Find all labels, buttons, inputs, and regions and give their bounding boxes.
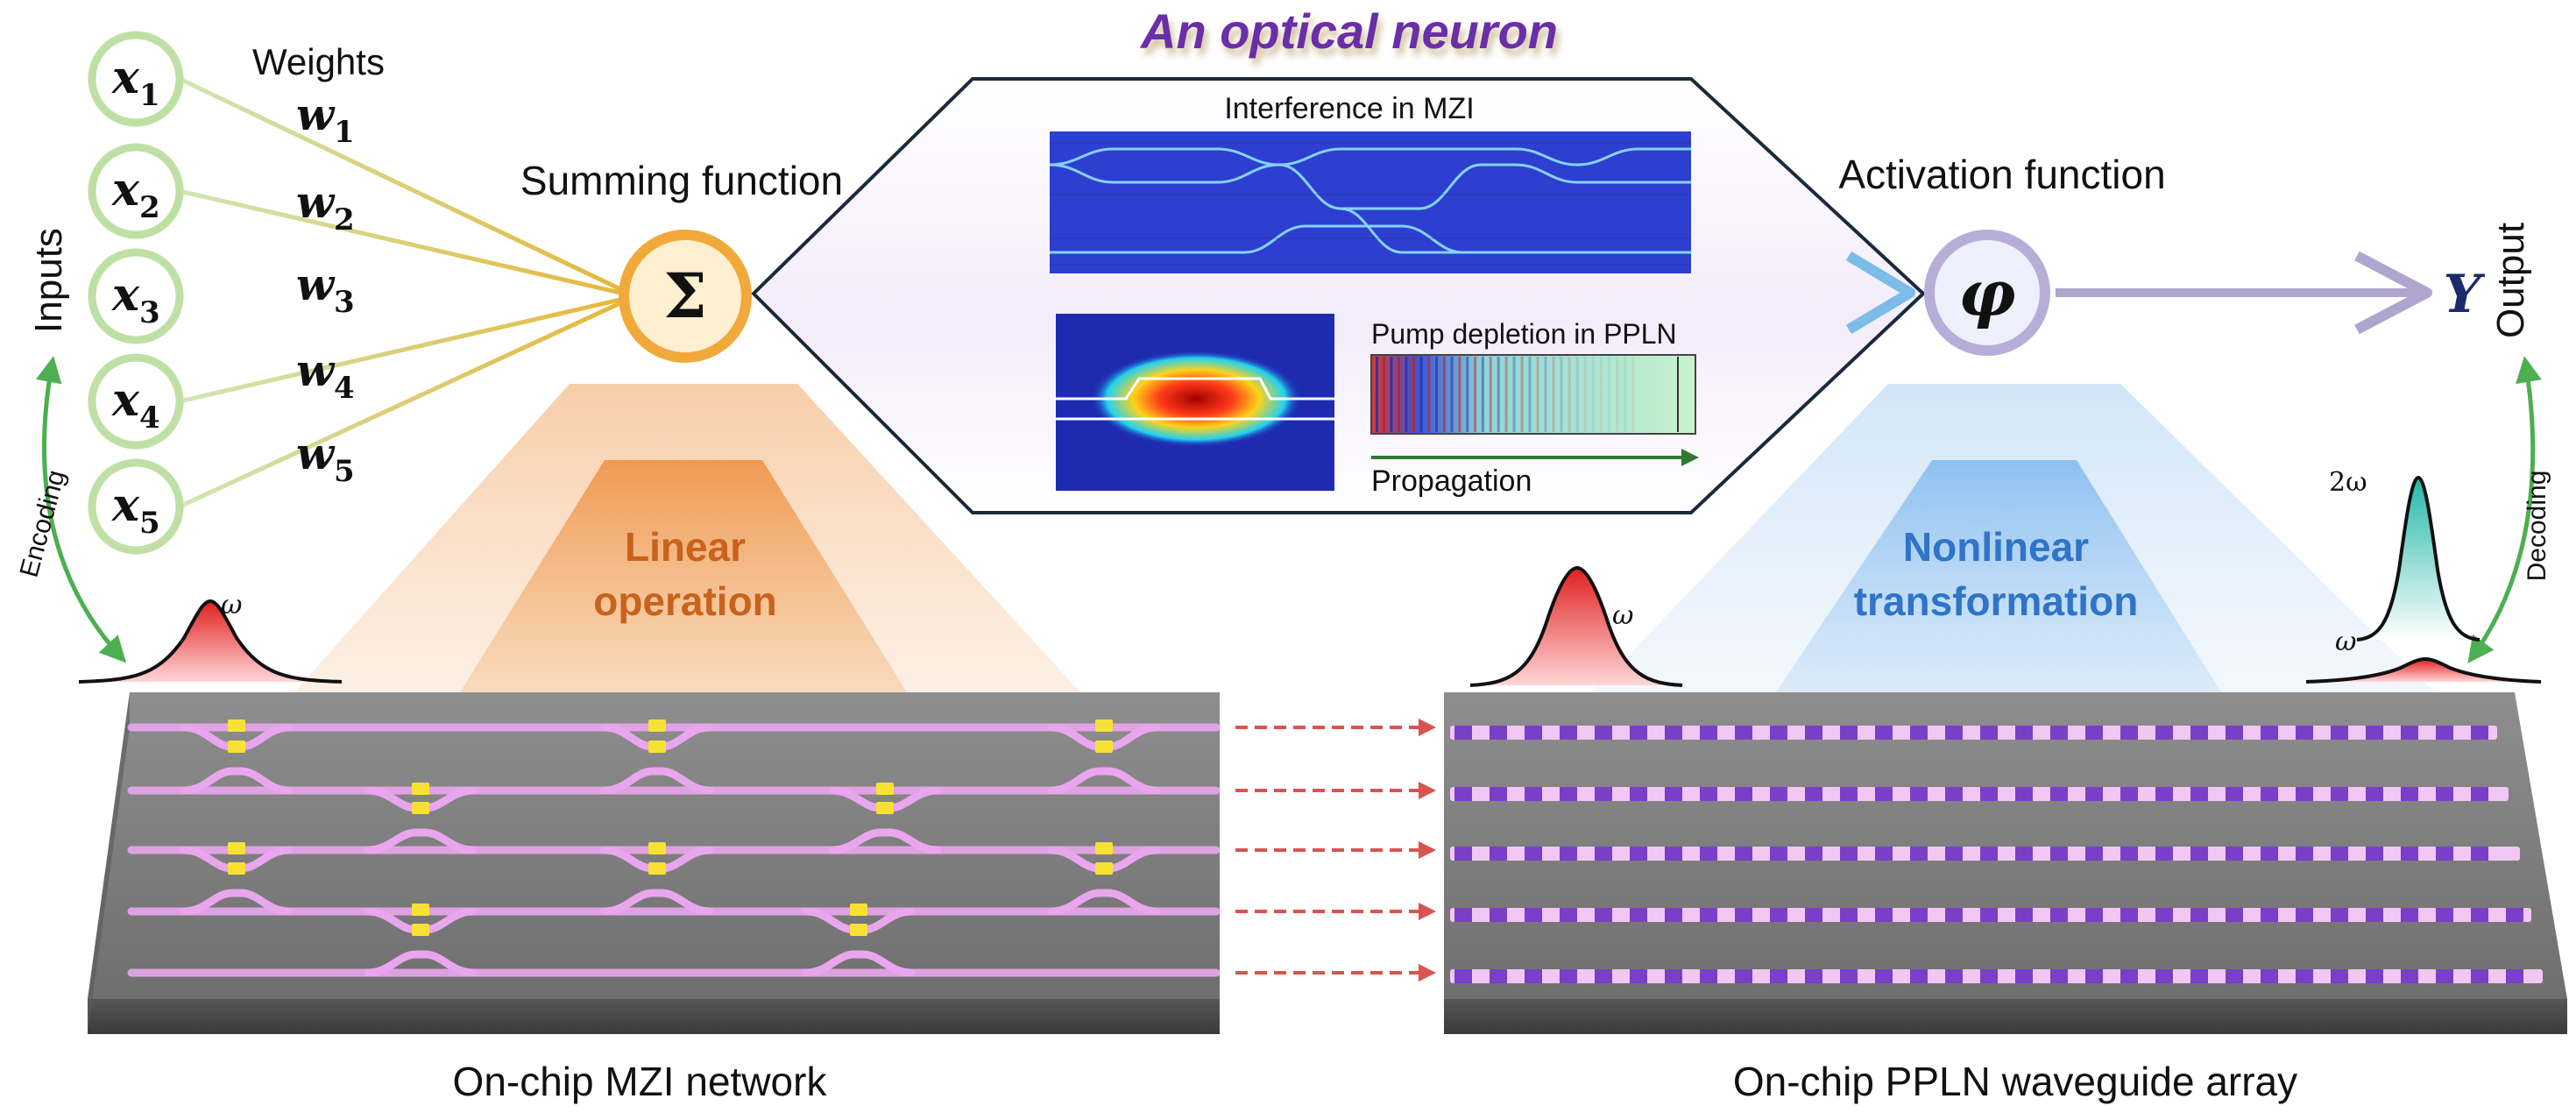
mzi-chip [88, 692, 1221, 1034]
ppln-chip [1444, 692, 2567, 1034]
ppln-waveguide [1450, 908, 2531, 922]
summing-symbol: Σ [663, 259, 707, 332]
mzi-interference-inset: Interference in MZI [1049, 92, 1691, 273]
input-node: x1 [88, 31, 184, 127]
input-node: x3 [88, 248, 184, 344]
nonlinear-cone [1560, 384, 2471, 727]
decoding-label: Decoding [2523, 471, 2551, 582]
output-arrow [2056, 251, 2432, 335]
mode-profile-inset [1056, 314, 1334, 491]
weight-label: w5 [296, 428, 355, 489]
pump-depletion-inset: Pump depletion in PPLN Propagation [1370, 318, 1699, 498]
input-pulse-omega: ω [221, 590, 242, 620]
activation-label: Activation function [1838, 152, 2165, 197]
weight-label: w3 [296, 259, 355, 320]
nonlinear-line1: Nonlinear [1903, 524, 2089, 570]
nonlinear-line2: transformation [1854, 578, 2139, 624]
input-node: x4 [88, 353, 184, 450]
signal-arrow [762, 251, 1915, 335]
second-harmonic-pulse: 2ω [2329, 467, 2480, 642]
mzi-chip-caption: On-chip MZI network [453, 1059, 828, 1104]
propagation-label: Propagation [1371, 464, 1532, 498]
linear-operation-line1: Linear [625, 524, 746, 570]
mzi-inset-label: Interference in MZI [1224, 92, 1474, 125]
weights-label: Weights [252, 41, 385, 82]
input-node: x2 [88, 143, 184, 239]
weight-label: w2 [296, 176, 355, 237]
linear-cone [263, 384, 1113, 727]
two-omega-label: 2ω [2329, 467, 2367, 498]
encoding-arrow [35, 356, 127, 663]
input-node: x5 [88, 458, 184, 555]
depleted-omega-label: ω [2335, 627, 2356, 657]
linear-operation-line2: operation [593, 578, 777, 624]
neuron-title: An optical neuron [1139, 4, 1558, 59]
weight-label: w4 [296, 344, 355, 406]
ppln-chip-caption: On-chip PPLN waveguide array [1733, 1059, 2297, 1104]
inputs-label: Inputs [27, 228, 70, 333]
ppln-waveguide [1450, 969, 2543, 983]
activation-symbol: φ [1958, 256, 2015, 330]
weight-lines [178, 76, 637, 509]
weight-values: w1 w2 w3 w4 w5 [296, 89, 355, 489]
summing-node [619, 230, 752, 363]
activation-node [1924, 230, 2050, 356]
ppln-waveguide [1450, 847, 2520, 861]
ppln-waveguide [1450, 726, 2497, 740]
pump-inset-label: Pump depletion in PPLN [1371, 318, 1677, 350]
weight-label: w1 [296, 89, 355, 150]
decoding-arrow [2467, 356, 2542, 663]
summing-label: Summing function [520, 158, 843, 203]
output-symbol: Y [2444, 264, 2486, 325]
ppln-waveguide [1450, 787, 2509, 801]
input-pulse: ω [78, 590, 343, 684]
depleted-pulse: ω [2305, 627, 2542, 684]
chip-connector-arrows [1235, 719, 1436, 982]
ppln-input-pulse: ω [1469, 565, 1683, 687]
output-label: Output [2489, 223, 2532, 338]
ppln-input-omega: ω [1612, 600, 1633, 631]
